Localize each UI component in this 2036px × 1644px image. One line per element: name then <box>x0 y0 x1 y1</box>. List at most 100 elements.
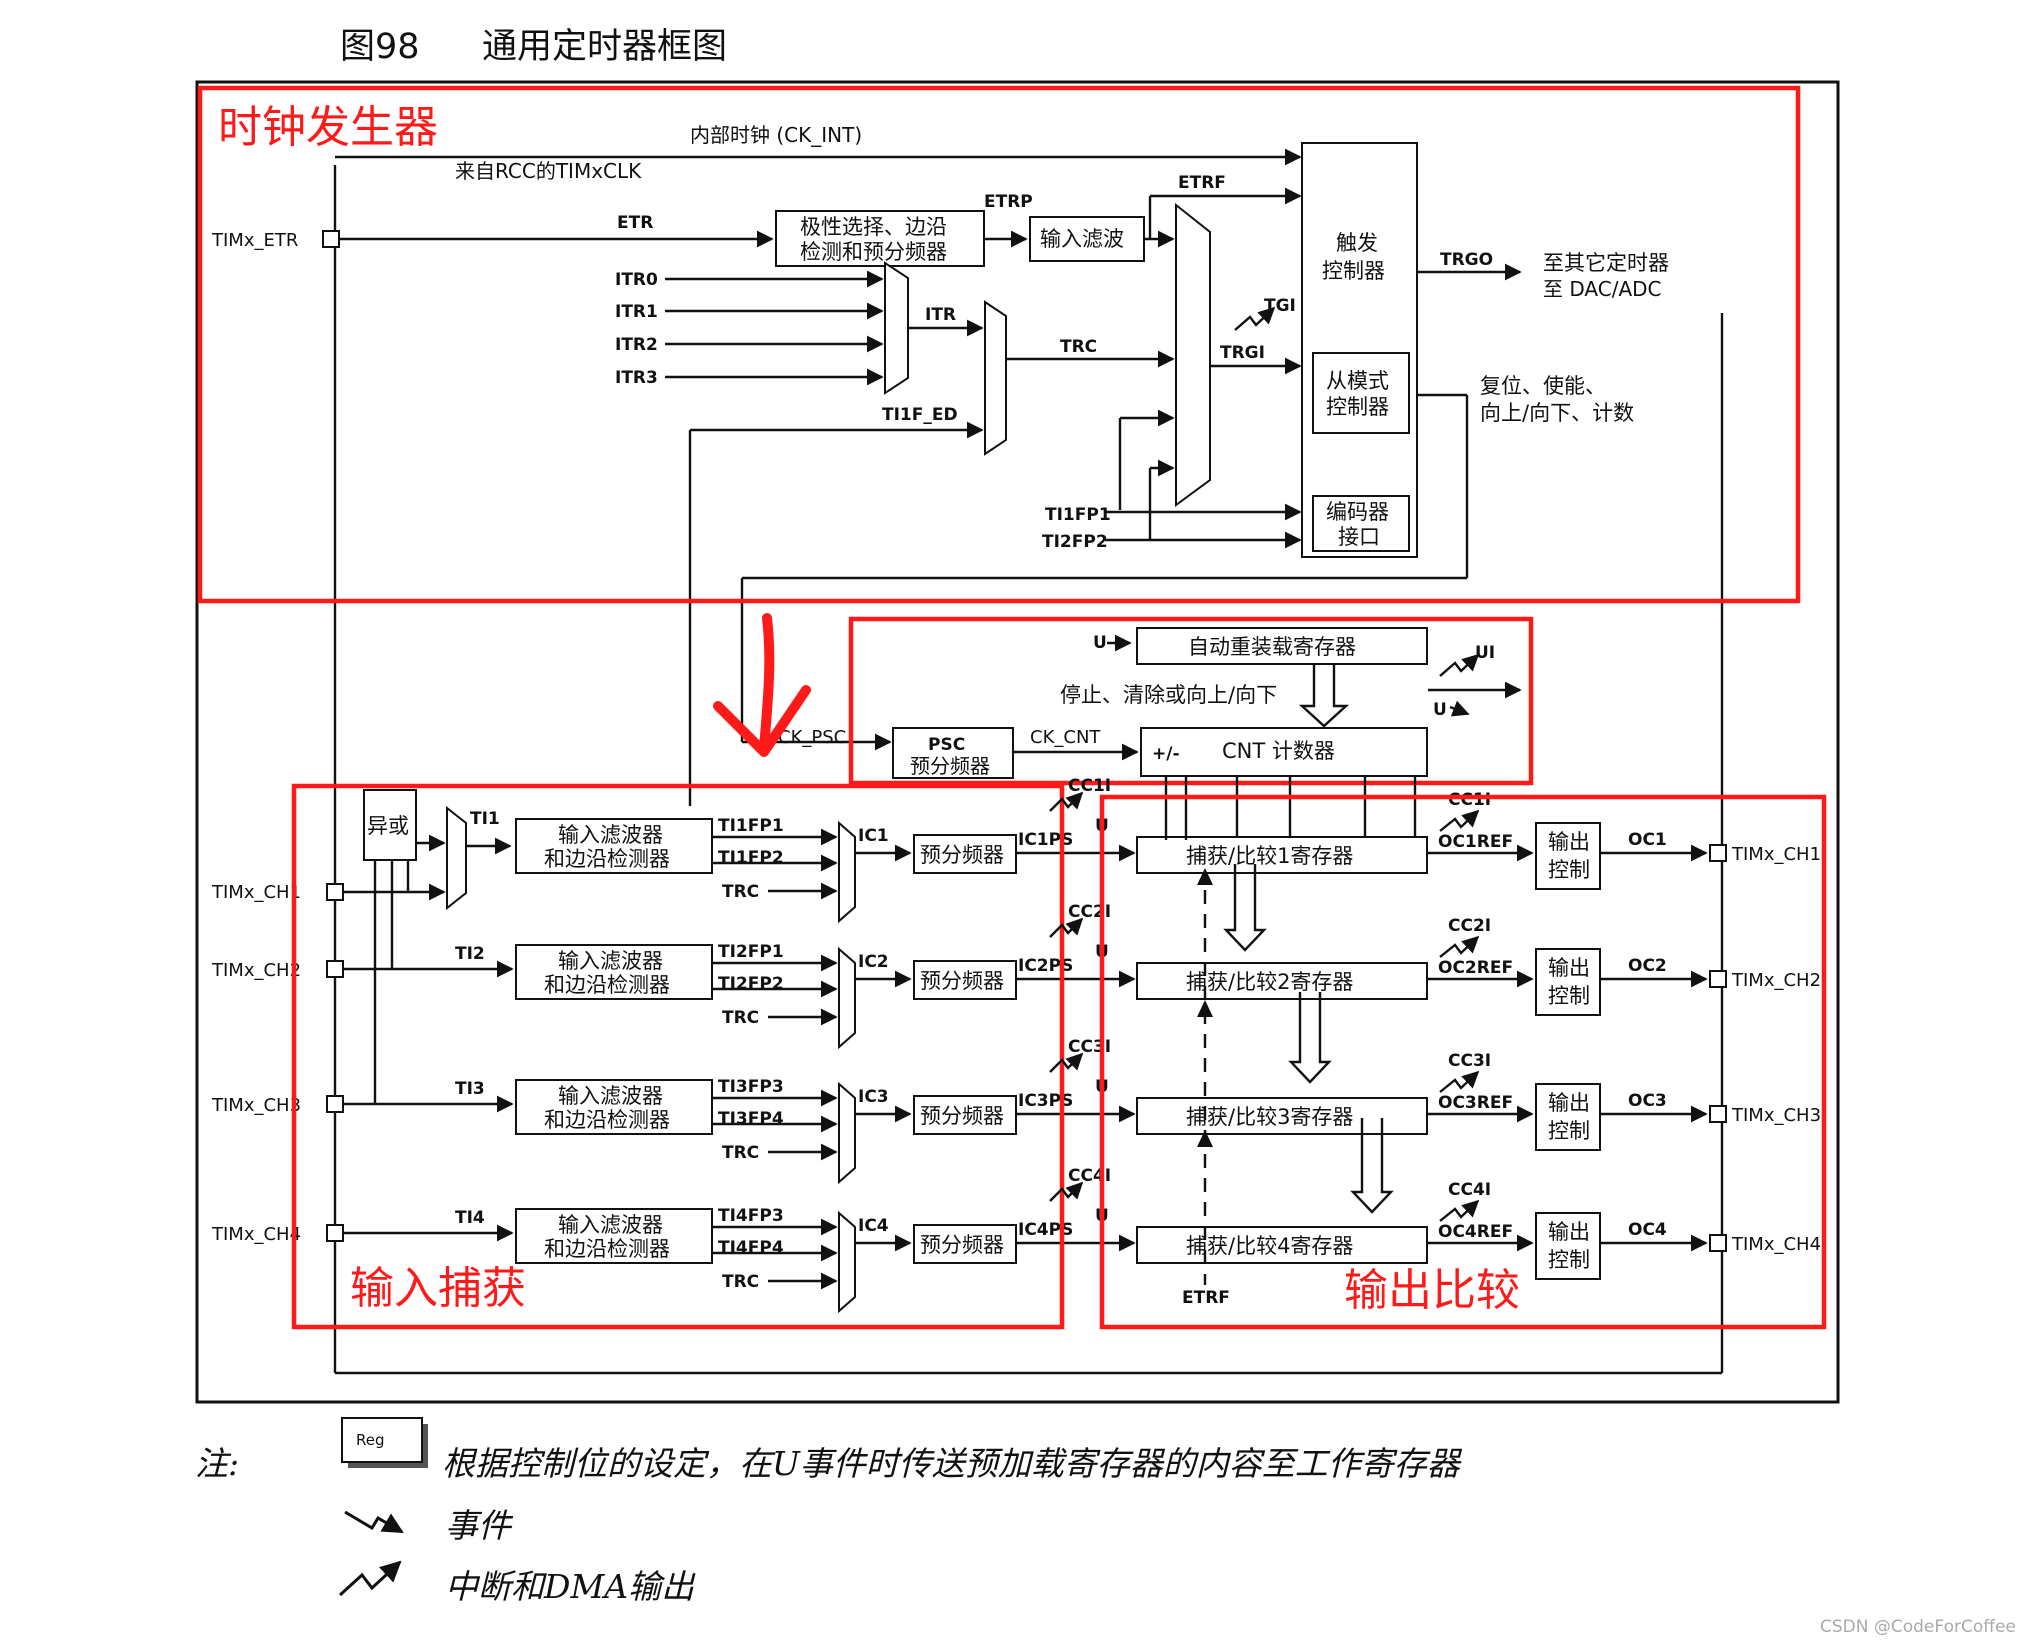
trgo-label: TRGO <box>1440 250 1493 270</box>
icps1-label: IC1PS <box>1018 830 1073 850</box>
oc2-ctrl-label-1: 输出 <box>1548 956 1590 980</box>
oc4-label: OC4 <box>1628 1220 1667 1240</box>
ch3-pin[interactable] <box>326 1095 344 1113</box>
ic2-prescaler-box <box>913 960 1017 1000</box>
clock-region-label: 时钟发生器 <box>218 102 438 153</box>
timebase-region-highlight <box>848 616 1534 786</box>
etr-pin[interactable] <box>322 230 340 248</box>
cci-out-4-label: CC4I <box>1448 1180 1491 1200</box>
ic4-filter-box <box>515 1208 713 1264</box>
trc-label: TRC <box>1060 337 1097 357</box>
ti1-label: TI1 <box>470 809 500 829</box>
ic3-filter-label-1: 输入滤波器 <box>558 1084 663 1108</box>
ic3-prescaler-label: 预分频器 <box>920 1104 1004 1128</box>
ccr3-box <box>1136 1097 1428 1135</box>
ic4-prescaler-label: 预分频器 <box>920 1233 1004 1257</box>
slave-label-1: 从模式 <box>1326 369 1389 393</box>
itr0-label: ITR0 <box>615 270 658 290</box>
ic2-filter-label-2: 和边沿检测器 <box>544 973 670 997</box>
cci-out-2-icon <box>1439 935 1480 958</box>
cci-in-1-label: CC1I <box>1068 776 1111 796</box>
ui-label: UI <box>1475 643 1495 663</box>
stop-label: 停止、清除或向上/向下 <box>1060 683 1277 707</box>
ch1-pin[interactable] <box>326 883 344 901</box>
ic3-mux <box>838 1081 856 1185</box>
red-arrow <box>713 613 811 757</box>
ocref4-label: OC4REF <box>1438 1222 1513 1242</box>
oc3-pin <box>1709 1105 1727 1123</box>
ic2-filter-box <box>515 944 713 1000</box>
ic1-prescaler-label: 预分频器 <box>920 843 1004 867</box>
cci-in-2-label: CC2I <box>1068 902 1111 922</box>
trc-3-label: TRC <box>722 1143 759 1163</box>
ic1-mux <box>838 820 856 924</box>
oc4-pin-label: TIMx_CH4 <box>1731 1234 1821 1255</box>
cci-out-1-icon <box>1439 809 1480 832</box>
oc2-pin-label: TIMx_CH2 <box>1731 970 1821 991</box>
cci-in-2-icon <box>1049 917 1084 938</box>
trigger-controller-box <box>1301 142 1418 558</box>
ch2-pin[interactable] <box>326 960 344 978</box>
ti3-label: TI3 <box>455 1079 485 1099</box>
fp-b-4-label: TI4FP4 <box>718 1238 784 1258</box>
encoder-label-1: 编码器 <box>1326 500 1389 524</box>
ic3-prescaler-box <box>913 1095 1017 1135</box>
to-other-timer-label: 至其它定时器 <box>1543 251 1669 275</box>
icps4-label: IC4PS <box>1018 1220 1073 1240</box>
ck-cnt-label: CK_CNT <box>1030 727 1101 748</box>
watermark: CSDN @CodeForCoffee <box>1820 1617 2016 1637</box>
reg-symbol-label: Reg <box>356 1431 385 1449</box>
ic2-prescaler-label: 预分频器 <box>920 969 1004 993</box>
ic3-filter-box <box>515 1079 713 1135</box>
ic3-filter-label-2: 和边沿检测器 <box>544 1108 670 1132</box>
encoder-box <box>1312 495 1410 552</box>
event-icon <box>344 1510 404 1534</box>
to-dac-adc-label: 至 DAC/ADC <box>1543 277 1662 301</box>
ic4-filter-label-2: 和边沿检测器 <box>544 1237 670 1261</box>
oc3-ctrl-box <box>1535 1083 1601 1151</box>
polarity-label-1: 极性选择、边沿 <box>800 215 947 239</box>
ccr4-label: 捕获/比较4寄存器 <box>1186 1234 1353 1258</box>
ch4-pin[interactable] <box>326 1224 344 1242</box>
fp-b-2-label: TI2FP2 <box>718 974 784 994</box>
fp-a-4-label: TI4FP3 <box>718 1206 784 1226</box>
ic1-label: IC1 <box>858 826 889 846</box>
oc4-ctrl-label-2: 控制 <box>1548 1248 1590 1272</box>
ch3-pin-label: TIMx_CH3 <box>211 1095 301 1116</box>
fp-a-1-label: TI1FP1 <box>718 816 784 836</box>
clk-ti1fp1-label: TI1FP1 <box>1045 505 1111 525</box>
oc4-ctrl-box <box>1535 1212 1601 1280</box>
trc-4-label: TRC <box>722 1272 759 1292</box>
cci-in-3-icon <box>1049 1052 1084 1073</box>
filter-box <box>1029 216 1145 262</box>
polarity-label-2: 检测和预分频器 <box>800 240 947 264</box>
output-region-highlight <box>1099 794 1827 1330</box>
output-region-label: 输出比较 <box>1344 1265 1520 1316</box>
itr-label: ITR <box>925 305 956 325</box>
polarity-box <box>775 210 985 267</box>
fp-a-2-label: TI2FP1 <box>718 942 784 962</box>
reset-label-2: 向上/向下、计数 <box>1480 401 1634 425</box>
ccr2-label: 捕获/比较2寄存器 <box>1186 970 1353 994</box>
ic4-filter-label-1: 输入滤波器 <box>558 1213 663 1237</box>
trc-1-label: TRC <box>722 882 759 902</box>
ic2-label: IC2 <box>858 952 889 972</box>
figure-title: 通用定时器框图 <box>482 27 727 67</box>
arr-label: 自动重装载寄存器 <box>1188 635 1356 659</box>
ic1-filter-box <box>515 818 713 874</box>
trgi-label: TRGI <box>1220 343 1265 363</box>
oc1-ctrl-label-2: 控制 <box>1548 858 1590 882</box>
cnt-pm-label: +/- <box>1152 744 1180 764</box>
note-event: 事件 <box>445 1506 514 1545</box>
oc1-pin-label: TIMx_CH1 <box>1731 844 1821 865</box>
itr1-label: ITR1 <box>615 302 658 322</box>
ic1-prescaler-box <box>913 834 1017 874</box>
note-reg-desc: 根据控制位的设定，在U事件时传送预加载寄存器的内容至工作寄存器 <box>442 1444 1463 1483</box>
note-irq: 中断和DMA输出 <box>445 1567 696 1606</box>
icps2-label: IC2PS <box>1018 956 1073 976</box>
cnt-label: CNT 计数器 <box>1222 739 1335 763</box>
xor-label: 异或 <box>367 814 409 838</box>
psc-label: PSC <box>928 735 965 755</box>
ocref3-label: OC3REF <box>1438 1093 1513 1113</box>
